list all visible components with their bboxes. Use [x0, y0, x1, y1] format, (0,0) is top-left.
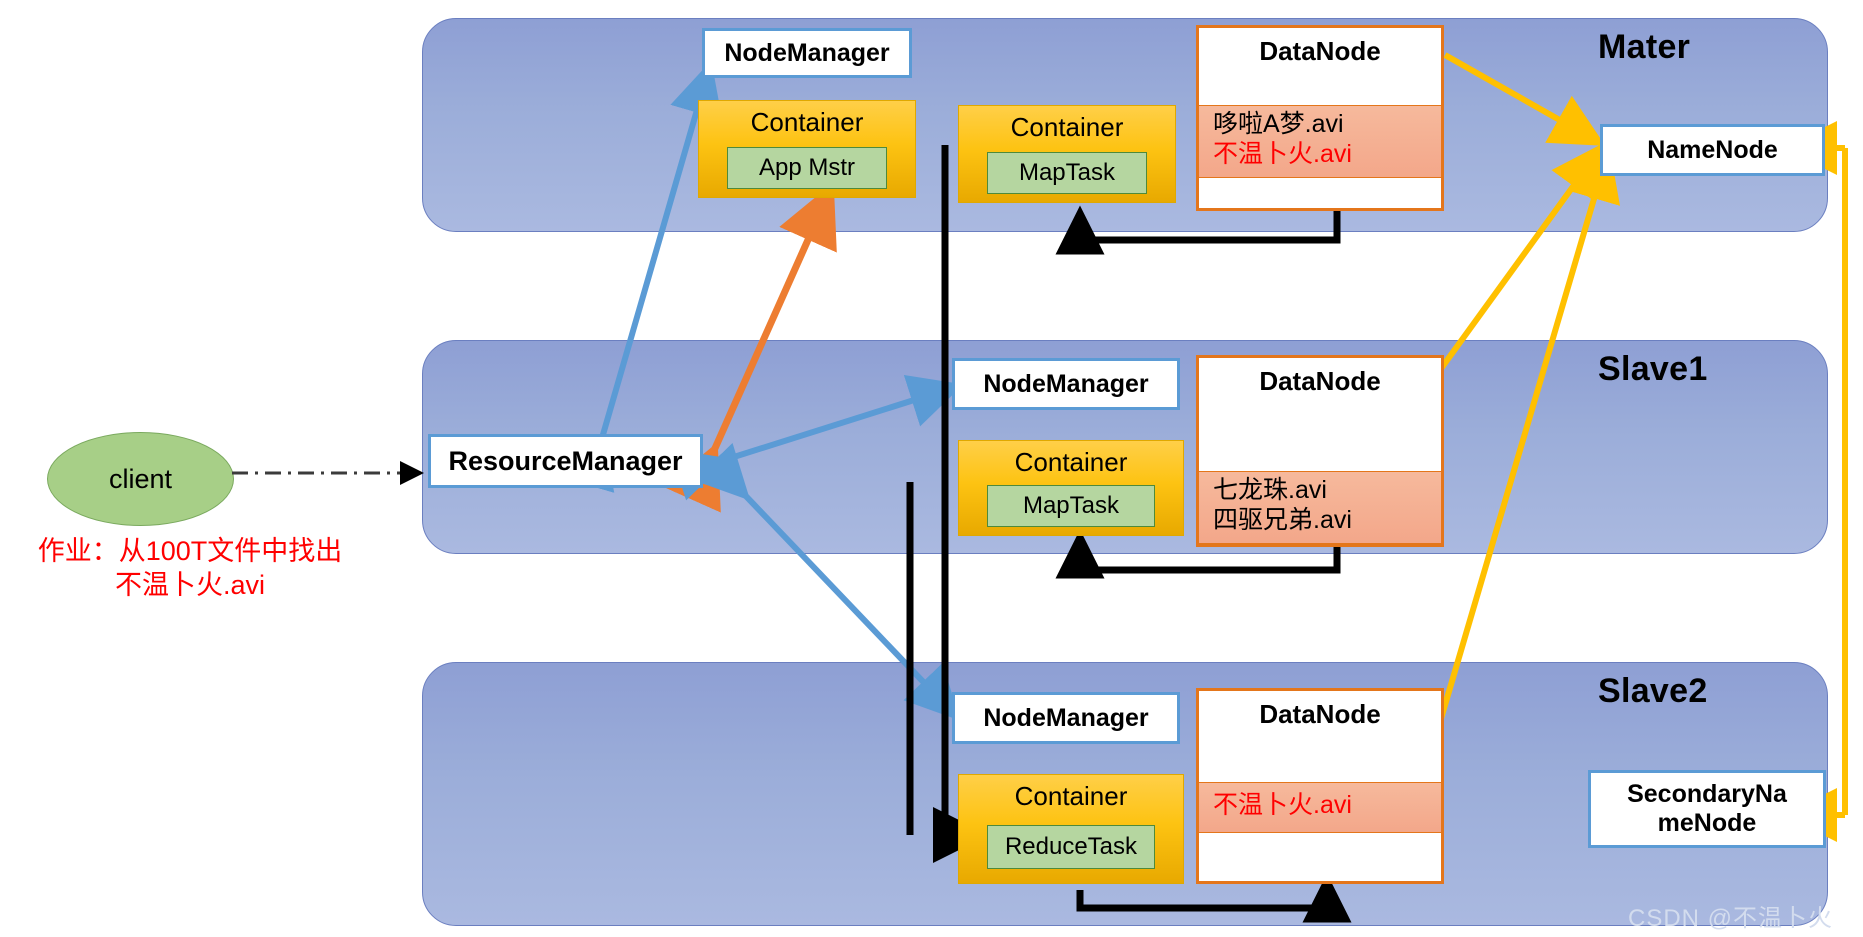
task-label: MapTask [1022, 492, 1120, 519]
container-title: Container [1014, 447, 1128, 477]
datanode-file-highlight: 不温卜火.avi [1213, 790, 1352, 819]
rack-label-slave2: Slave2 [1598, 672, 1708, 710]
container-title: Container [750, 107, 864, 137]
master-container-maptask[interactable]: Container MapTask [958, 105, 1176, 203]
secondarynamenode-label: SecondaryNa meNode [1627, 780, 1787, 837]
datanode-title: DataNode [1259, 366, 1381, 396]
container-title: Container [1014, 781, 1128, 811]
slave1-nodemanager[interactable]: NodeManager [952, 358, 1180, 410]
task-label: ReduceTask [1004, 833, 1138, 860]
map-task[interactable]: MapTask [987, 485, 1155, 527]
container-title: Container [1010, 112, 1124, 142]
master-nodemanager-label: NodeManager [724, 38, 890, 67]
master-nodemanager[interactable]: NodeManager [702, 28, 912, 78]
watermark: CSDN @不温卜火 [1628, 905, 1834, 932]
datanode-file-band: 不温卜火.avi [1199, 781, 1441, 833]
slave1-container-maptask[interactable]: Container MapTask [958, 440, 1184, 536]
datanode-file-highlight: 不温卜火.avi [1213, 139, 1352, 168]
resourcemanager[interactable]: ResourceManager [428, 434, 703, 488]
app-master-task[interactable]: App Mstr [727, 147, 887, 189]
rack-label-master: Mater [1598, 28, 1691, 66]
datanode-file: 七龙珠.avi [1213, 476, 1327, 504]
slave2-nodemanager[interactable]: NodeManager [952, 692, 1180, 744]
slave2-datanode[interactable]: DataNode 不温卜火.avi [1196, 688, 1444, 884]
namenode[interactable]: NameNode [1600, 124, 1825, 176]
namenode-label: NameNode [1647, 135, 1778, 164]
task-label: MapTask [1018, 159, 1116, 186]
rack-label-slave1: Slave1 [1598, 350, 1708, 388]
slave2-nodemanager-label: NodeManager [983, 703, 1149, 732]
task-label: App Mstr [758, 154, 856, 181]
slave1-nodemanager-label: NodeManager [983, 369, 1149, 398]
datanode-file: 四驱兄弟.avi [1213, 505, 1352, 534]
map-task[interactable]: MapTask [987, 152, 1147, 194]
resourcemanager-label: ResourceManager [448, 445, 683, 476]
datanode-empty-slot-bottom [1199, 833, 1441, 881]
client-node[interactable]: client [47, 432, 234, 526]
datanode-empty-slot [1199, 397, 1441, 471]
datanode-empty-slot [1199, 178, 1441, 208]
slave2-container-reducetask[interactable]: Container ReduceTask [958, 774, 1184, 884]
secondarynamenode[interactable]: SecondaryNa meNode [1588, 770, 1826, 848]
client-label: client [108, 463, 173, 494]
datanode-empty-slot [1199, 730, 1441, 782]
reduce-task[interactable]: ReduceTask [987, 825, 1155, 869]
master-container-appmaster[interactable]: Container App Mstr [698, 100, 916, 198]
datanode-file-band: 七龙珠.avi 四驱兄弟.avi [1199, 471, 1441, 544]
datanode-file-band: 哆啦A梦.avi 不温卜火.avi [1199, 105, 1441, 178]
datanode-file: 哆啦A梦.avi [1213, 110, 1344, 138]
datanode-title: DataNode [1259, 36, 1381, 66]
job-description: 作业：从100T文件中找出 不温卜火.avi [37, 536, 343, 600]
datanode-title: DataNode [1259, 699, 1381, 729]
slave1-datanode[interactable]: DataNode 七龙珠.avi 四驱兄弟.avi [1196, 355, 1444, 547]
master-datanode[interactable]: DataNode 哆啦A梦.avi 不温卜火.avi [1196, 25, 1444, 211]
